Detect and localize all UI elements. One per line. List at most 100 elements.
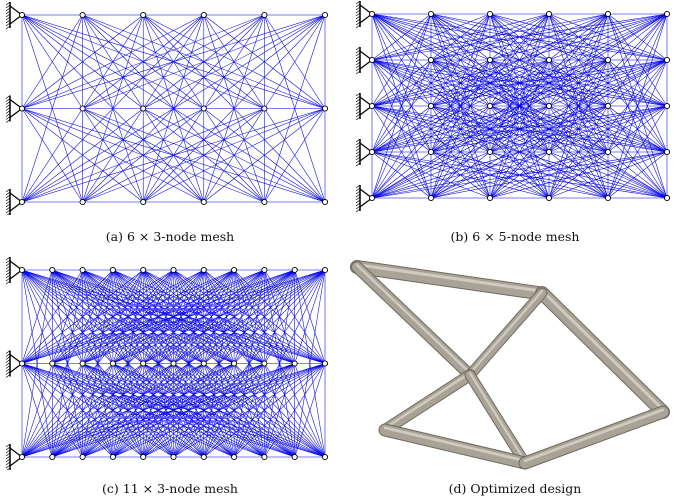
- node: [368, 10, 376, 18]
- support-hatch: [5, 443, 11, 448]
- support-hatch: [355, 141, 361, 146]
- truss-bar: [264, 269, 326, 364]
- support-hatch: [355, 193, 361, 198]
- node: [140, 198, 147, 206]
- truss-bar: [371, 151, 550, 199]
- node: [321, 360, 329, 367]
- support-hatch: [5, 455, 11, 460]
- node: [427, 56, 435, 64]
- support-hatch: [355, 12, 361, 17]
- node: [49, 360, 56, 367]
- truss-member: [351, 261, 544, 299]
- truss-bar: [371, 105, 609, 153]
- node: [663, 148, 671, 156]
- support-hatch: [355, 202, 361, 207]
- support-hatch: [5, 371, 11, 375]
- support-hatch: [5, 280, 11, 285]
- node: [231, 360, 238, 367]
- truss-bar: [82, 363, 326, 458]
- support-hatch: [355, 18, 361, 23]
- truss-member-highlight: [468, 372, 527, 463]
- truss-bar: [82, 14, 326, 109]
- support-hatch: [355, 205, 361, 210]
- support-hatch: [5, 194, 11, 199]
- node: [663, 56, 671, 64]
- truss-bar: [21, 14, 265, 109]
- truss-bar: [21, 108, 265, 203]
- truss-member: [465, 288, 547, 380]
- node: [486, 194, 494, 202]
- caption-b-text: 6 × 5-node mesh: [472, 229, 580, 244]
- node: [18, 266, 26, 274]
- caption-c-label: (c): [102, 481, 119, 496]
- ground-structure-mesh-11x3: [5, 256, 329, 470]
- panel-b: [345, 0, 685, 220]
- support-hatch: [355, 184, 361, 189]
- node: [663, 194, 671, 202]
- support-hatch: [5, 16, 11, 21]
- support-hatch: [355, 147, 361, 152]
- support-hatch: [355, 95, 361, 100]
- truss-bar: [173, 269, 326, 364]
- truss-bar: [21, 14, 144, 109]
- truss-bar: [264, 14, 326, 109]
- truss-bar: [21, 269, 295, 364]
- truss-bar: [607, 105, 668, 153]
- support-hatch: [355, 70, 361, 75]
- node: [368, 194, 376, 202]
- truss-bar: [21, 14, 83, 109]
- truss-bar: [143, 108, 326, 203]
- support-hatch: [355, 104, 361, 109]
- node: [140, 266, 147, 274]
- truss-bar: [489, 105, 668, 153]
- support-hatch: [5, 368, 11, 372]
- node: [109, 360, 116, 367]
- truss-bar: [430, 151, 668, 199]
- truss-bar: [143, 363, 326, 458]
- node: [261, 360, 268, 367]
- truss-bar: [371, 105, 668, 153]
- truss-bar: [371, 151, 668, 199]
- node: [261, 11, 268, 19]
- node: [604, 10, 612, 18]
- truss-bar: [294, 363, 326, 458]
- support-hatch: [355, 46, 361, 51]
- node: [79, 453, 86, 461]
- node: [200, 105, 207, 112]
- support-hatch: [355, 187, 361, 192]
- truss-bar: [371, 59, 609, 107]
- node: [18, 360, 26, 367]
- support-hatch: [355, 144, 361, 149]
- panel-a: [0, 0, 335, 215]
- truss-bar: [143, 269, 326, 364]
- node: [140, 453, 147, 461]
- node: [261, 198, 268, 206]
- truss-member: [519, 406, 669, 469]
- truss-bar: [548, 105, 668, 153]
- truss-bar: [173, 363, 326, 458]
- truss-bar: [21, 363, 295, 458]
- support-hatch: [355, 92, 361, 97]
- support-hatch: [5, 268, 11, 273]
- truss-bar: [371, 151, 432, 199]
- truss-member: [352, 262, 475, 380]
- node: [321, 266, 329, 274]
- truss-bar: [112, 363, 326, 458]
- support-hatch: [5, 362, 11, 366]
- node: [200, 360, 207, 367]
- ground-structure-mesh-6x5: [355, 0, 671, 213]
- support-hatch: [355, 15, 361, 20]
- node: [427, 102, 435, 110]
- node: [79, 266, 86, 274]
- support-hatch: [355, 52, 361, 57]
- truss-bar: [82, 269, 326, 364]
- support-hatch: [355, 110, 361, 115]
- node: [49, 453, 56, 461]
- nodes: [18, 11, 329, 206]
- node: [18, 198, 26, 206]
- truss-bar: [21, 269, 204, 364]
- truss-bar: [607, 151, 668, 199]
- support-hatch: [5, 104, 11, 108]
- node: [79, 105, 86, 112]
- support-hatch: [5, 110, 11, 114]
